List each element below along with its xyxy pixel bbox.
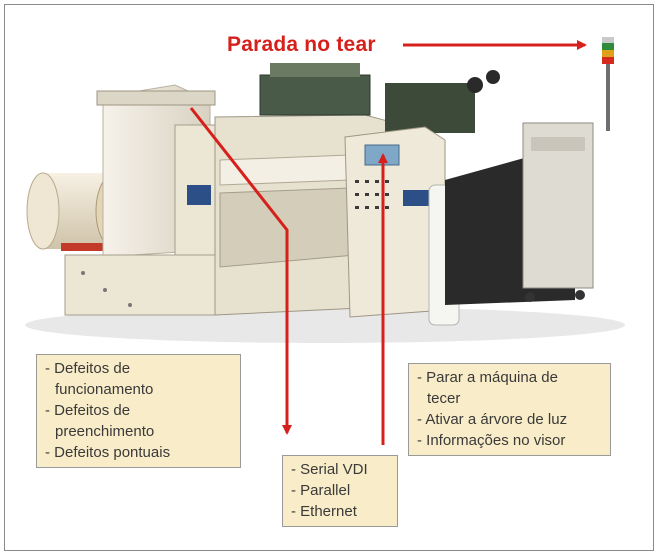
stop-label: Parada no tear xyxy=(227,33,376,56)
floor-shadow xyxy=(25,307,625,343)
right-cabinet xyxy=(445,122,594,305)
control-cabinet xyxy=(344,126,460,326)
take-up-frame xyxy=(64,84,218,316)
list-item: - Serial VDI xyxy=(291,461,368,478)
list-item: - Ativar a árvore de luz xyxy=(417,411,568,428)
list-item: preenchimento xyxy=(55,423,155,440)
list-item: - Ethernet xyxy=(291,503,357,520)
list-item: - Informações no visor xyxy=(417,432,566,449)
light-tower-icon xyxy=(602,37,614,131)
defects-arrow xyxy=(189,107,292,435)
list-item: - Defeitos de xyxy=(45,360,131,377)
list-item: funcionamento xyxy=(55,381,154,398)
list-item: - Defeitos de xyxy=(45,402,131,419)
interfaces-box: - Serial VDI - Parallel - Ethernet xyxy=(282,455,398,527)
list-item: - Parar a máquina de xyxy=(417,369,558,386)
defects-box: - Defeitos de funcionamento - Defeitos d… xyxy=(36,354,241,468)
list-item: - Parallel xyxy=(291,482,351,499)
actions-box: - Parar a máquina de tecer - Ativar a ár… xyxy=(408,363,611,456)
list-item: - Defeitos pontuais xyxy=(45,444,171,461)
loom-illustration xyxy=(25,37,625,445)
list-item: tecer xyxy=(427,390,461,407)
diagram-frame: Parada no tear - Defeitos de funcionamen… xyxy=(4,4,654,551)
